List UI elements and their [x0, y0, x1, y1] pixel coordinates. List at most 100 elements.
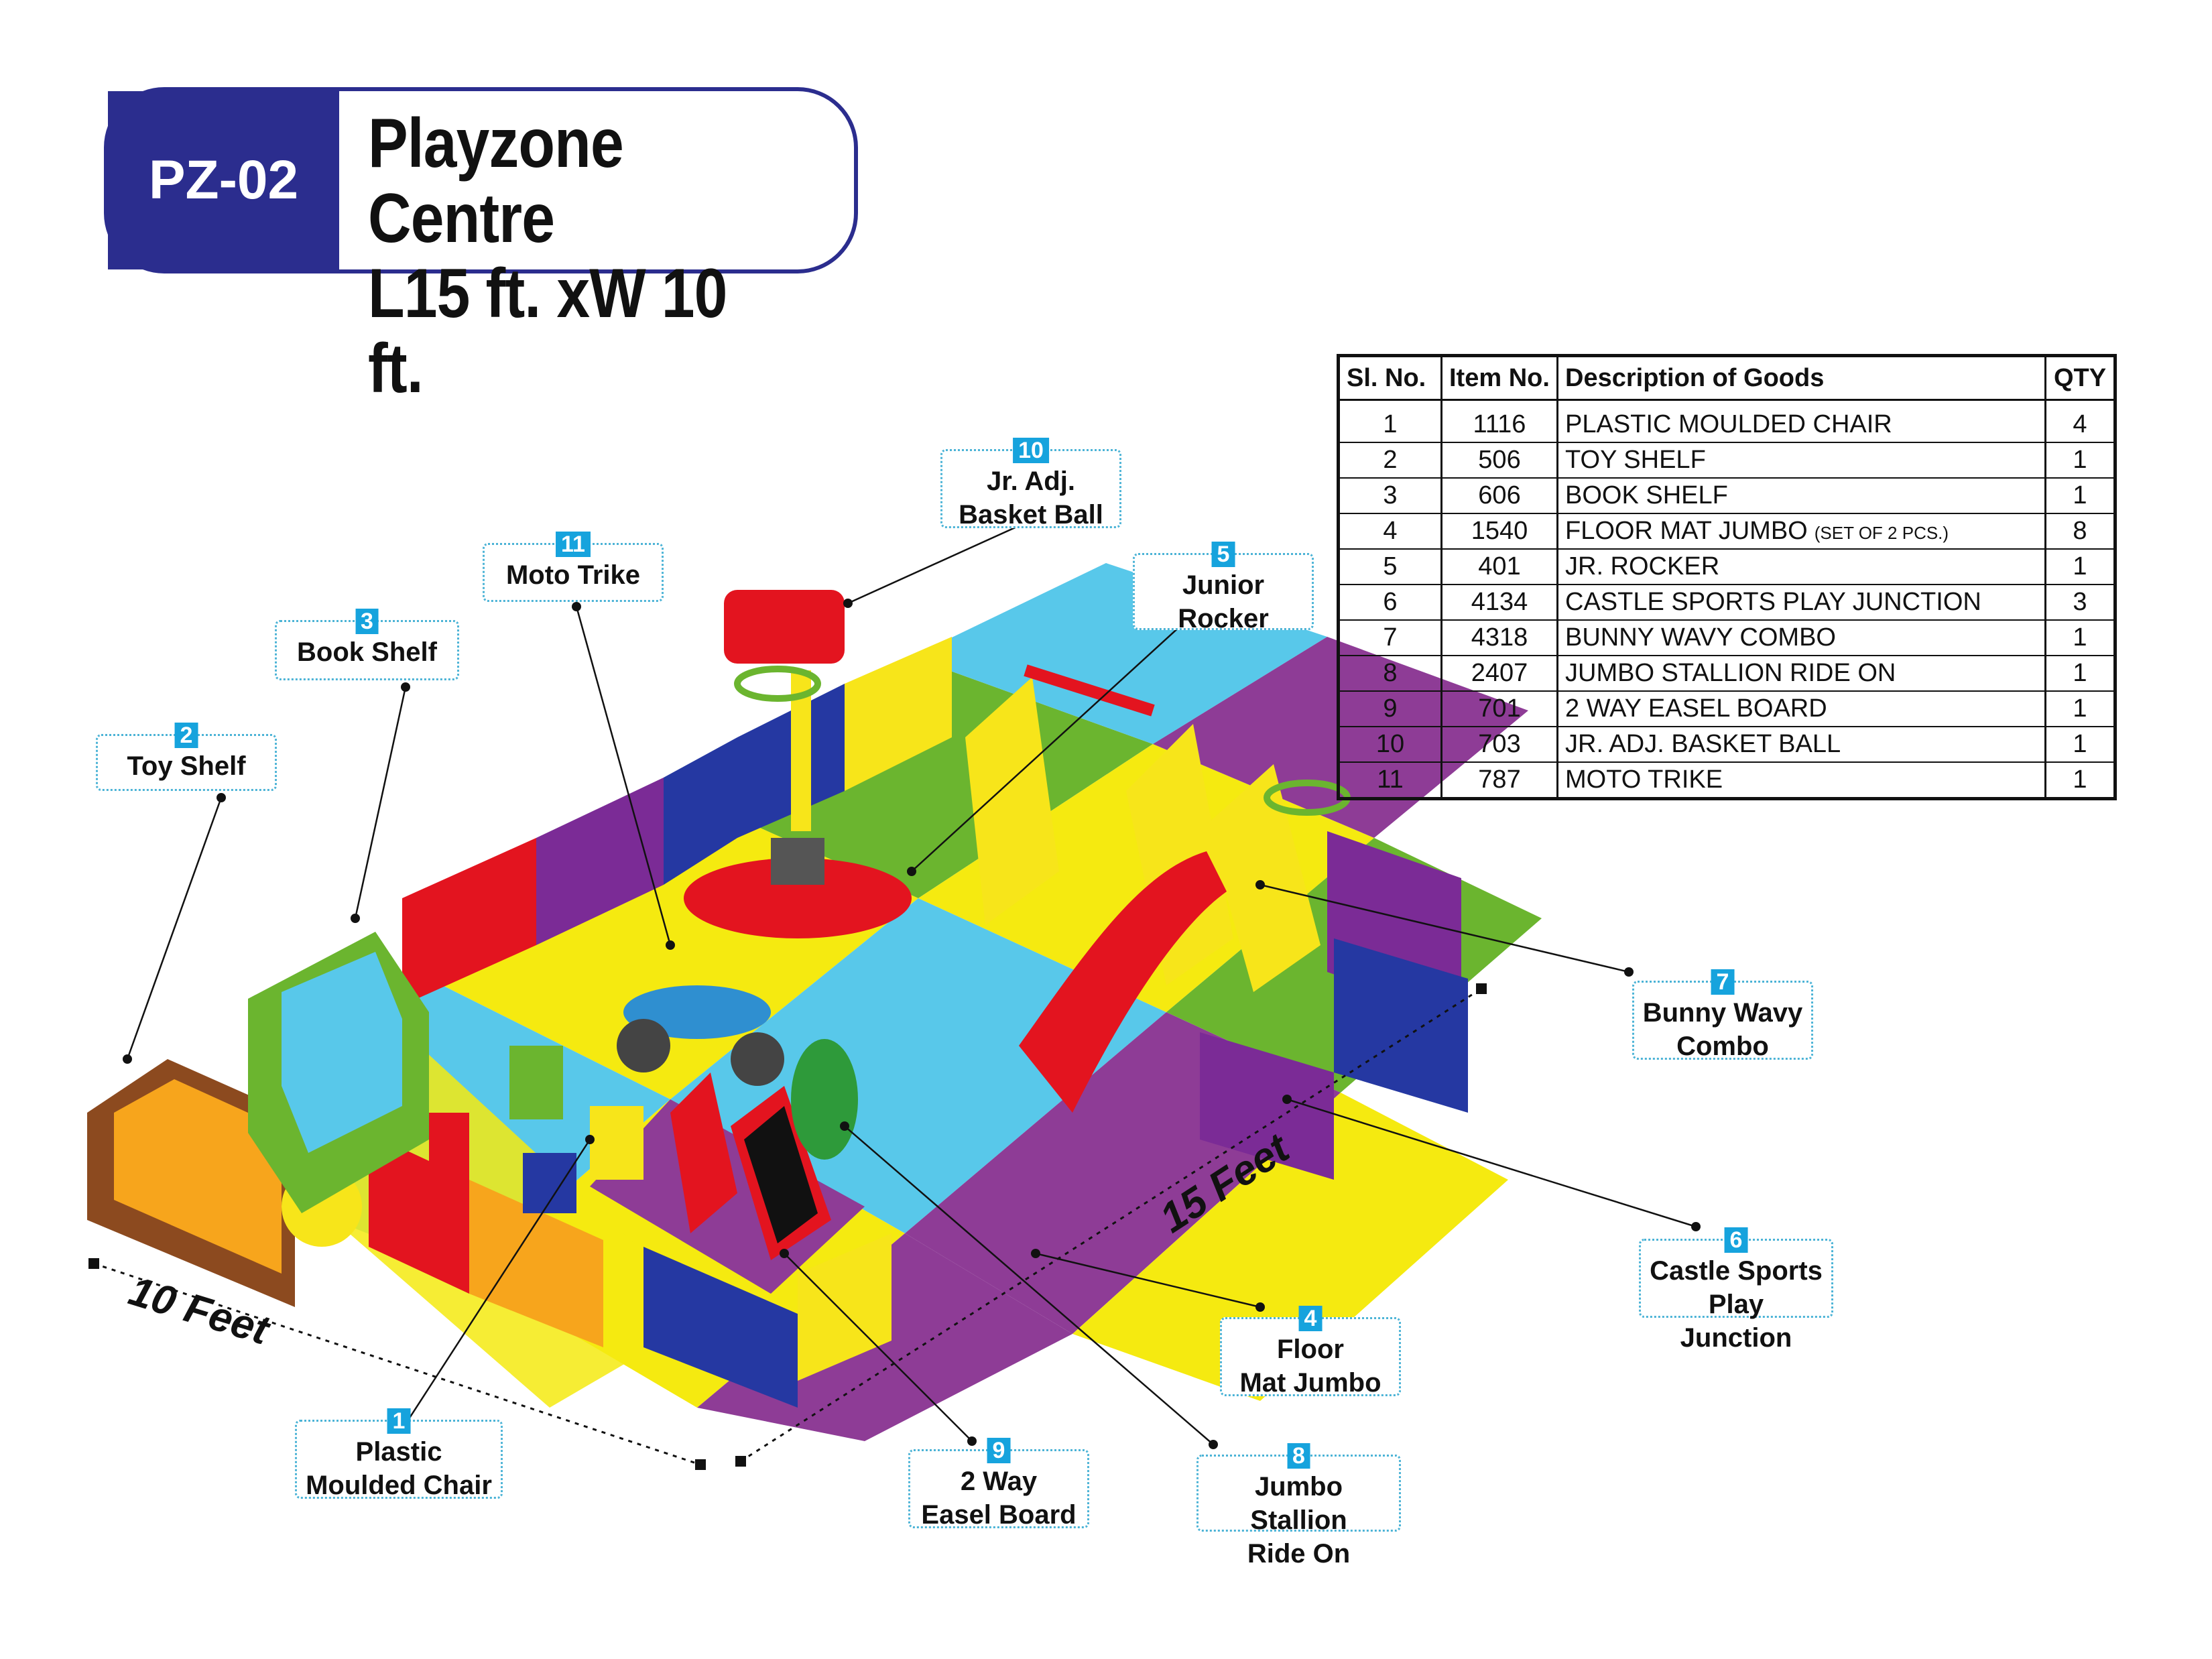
cell-item-no-text: 703 — [1478, 730, 1521, 758]
col-header-sl-no: Sl. No. — [1337, 355, 1442, 401]
label-number: 7 — [1711, 969, 1735, 995]
dimension-endpoints — [88, 983, 1487, 1470]
cell-qty: 1 — [2044, 620, 2116, 656]
cell-item-no: 506 — [1440, 442, 1558, 479]
table-row: 3 606 BOOK SHELF 1 — [1337, 478, 2116, 514]
cell-description-text: JR. ADJ. BASKET BALL — [1565, 730, 1841, 758]
cell-sl-no-text: 10 — [1375, 730, 1405, 758]
cell-sl-no: 6 — [1337, 585, 1442, 621]
jumbo-stallion-illustration — [791, 1039, 858, 1160]
cell-item-no-text: 787 — [1478, 765, 1521, 794]
cell-item-no-text: 1540 — [1471, 517, 1528, 545]
label-line: Jumbo Stallion — [1250, 1472, 1347, 1535]
cell-sl-no-text: 1 — [1383, 410, 1398, 438]
cell-description: BUNNY WAVY COMBO — [1556, 620, 2046, 656]
table-row: 7 4318 BUNNY WAVY COMBO 1 — [1337, 620, 2116, 656]
basket-ball-illustration — [724, 590, 845, 831]
cell-qty-text: 4 — [2073, 410, 2087, 438]
label-castle-sports-play-junction: 6 Castle Sports Play Junction — [1639, 1227, 1833, 1353]
cell-sl-no-text: 11 — [1377, 765, 1404, 794]
label-number: 3 — [355, 609, 379, 634]
label-number: 5 — [1211, 542, 1235, 567]
fence-right — [1200, 831, 1468, 1180]
label-toy-shelf: 2 Toy Shelf — [96, 723, 277, 791]
moto-trike-illustration — [617, 985, 784, 1086]
label-line: Bunny Wavy — [1642, 998, 1803, 1028]
col-header-qty: QTY — [2044, 355, 2116, 401]
cell-item-no-text: 506 — [1478, 446, 1521, 474]
cell-description: 2 WAY EASEL BOARD — [1556, 691, 2046, 727]
cell-description-text: BOOK SHELF — [1565, 481, 1728, 509]
cell-description-text: MOTO TRIKE — [1565, 765, 1723, 794]
cell-qty-text: 1 — [2073, 659, 2087, 687]
cell-description-text: TOY SHELF — [1565, 446, 1706, 474]
label-line: Rocker — [1178, 604, 1269, 633]
cell-sl-no-text: 2 — [1383, 446, 1398, 474]
label-number: 10 — [1013, 438, 1049, 463]
label-line: Moto Trike — [505, 560, 641, 590]
cell-description: CASTLE SPORTS PLAY JUNCTION — [1556, 585, 2046, 621]
label-bunny-wavy-combo: 7 Bunny Wavy Combo — [1632, 969, 1813, 1061]
cell-qty: 3 — [2044, 585, 2116, 621]
label-2-way-easel-board: 9 2 Way Easel Board — [908, 1438, 1089, 1530]
cell-description-text: PLASTIC MOULDED CHAIR — [1565, 410, 1892, 438]
cell-item-no-text: 4318 — [1471, 623, 1528, 652]
cell-description-text: BUNNY WAVY COMBO — [1565, 623, 1836, 652]
table-header-row: Sl. No. Item No. Description of Goods QT… — [1337, 355, 2116, 401]
label-book-shelf: 3 Book Shelf — [275, 609, 459, 680]
label-moto-trike: 11 Moto Trike — [483, 532, 664, 602]
cell-item-no-text: 606 — [1478, 481, 1521, 509]
label-line: Floor — [1277, 1335, 1344, 1364]
cell-sl-no-text: 3 — [1383, 481, 1398, 509]
cell-sl-no-text: 8 — [1383, 659, 1398, 687]
cell-qty-text: 3 — [2073, 588, 2087, 616]
cell-sl-no: 1 — [1337, 399, 1442, 443]
cell-item-no-text: 401 — [1478, 552, 1521, 580]
cell-description-text: FLOOR MAT JUMBO — [1565, 517, 1808, 545]
cell-sl-no: 4 — [1337, 513, 1442, 550]
label-number: 11 — [556, 532, 591, 557]
cell-description: JR. ADJ. BASKET BALL — [1556, 727, 2046, 763]
label-number: 4 — [1298, 1306, 1323, 1331]
label-line: Junior — [1182, 570, 1265, 600]
cell-item-no-text: 701 — [1478, 694, 1521, 723]
label-line: Basket Ball — [959, 500, 1103, 530]
cell-sl-no: 7 — [1337, 620, 1442, 656]
cell-item-no: 4318 — [1440, 620, 1558, 656]
label-line: 2 Way — [960, 1467, 1038, 1496]
product-title: Playzone Centre L15 ft. xW 10 ft. — [368, 106, 786, 406]
book-shelf-illustration — [248, 932, 429, 1213]
cell-item-no: 606 — [1440, 478, 1558, 514]
cell-sl-no: 3 — [1337, 478, 1442, 514]
label-line: Toy Shelf — [127, 751, 246, 781]
cell-description: TOY SHELF — [1556, 442, 2046, 479]
cell-qty-text: 1 — [2073, 552, 2087, 580]
cell-qty: 4 — [2044, 399, 2116, 443]
cell-description-text: CASTLE SPORTS PLAY JUNCTION — [1565, 588, 1981, 616]
leader-arrows — [126, 521, 1697, 1445]
cell-qty-text: 1 — [2073, 481, 2087, 509]
table-row: 11 787 MOTO TRIKE 1 — [1337, 762, 2116, 800]
cell-description: PLASTIC MOULDED CHAIR — [1556, 399, 2046, 443]
cell-item-no: 401 — [1440, 549, 1558, 585]
cell-qty: 1 — [2044, 762, 2116, 800]
cell-sl-no: 2 — [1337, 442, 1442, 479]
cell-qty-text: 1 — [2073, 765, 2087, 794]
title-line-2: L15 ft. xW 10 ft. — [368, 255, 727, 408]
label-line: Moulded Chair — [306, 1471, 492, 1500]
cell-description-text: 2 WAY EASEL BOARD — [1565, 694, 1827, 723]
label-plastic-moulded-chair: 1 Plastic Moulded Chair — [295, 1408, 503, 1500]
label-jr-adj-basket-ball: 10 Jr. Adj. Basket Ball — [940, 438, 1121, 530]
cell-description-text: JUMBO STALLION RIDE ON — [1565, 659, 1896, 687]
label-line: Ride On — [1247, 1539, 1351, 1569]
cell-description: MOTO TRIKE — [1556, 762, 2046, 800]
label-number: 6 — [1724, 1227, 1748, 1253]
cell-sl-no: 11 — [1337, 762, 1442, 800]
label-line: Easel Board — [921, 1500, 1077, 1530]
cell-item-no-text: 1116 — [1473, 410, 1526, 438]
